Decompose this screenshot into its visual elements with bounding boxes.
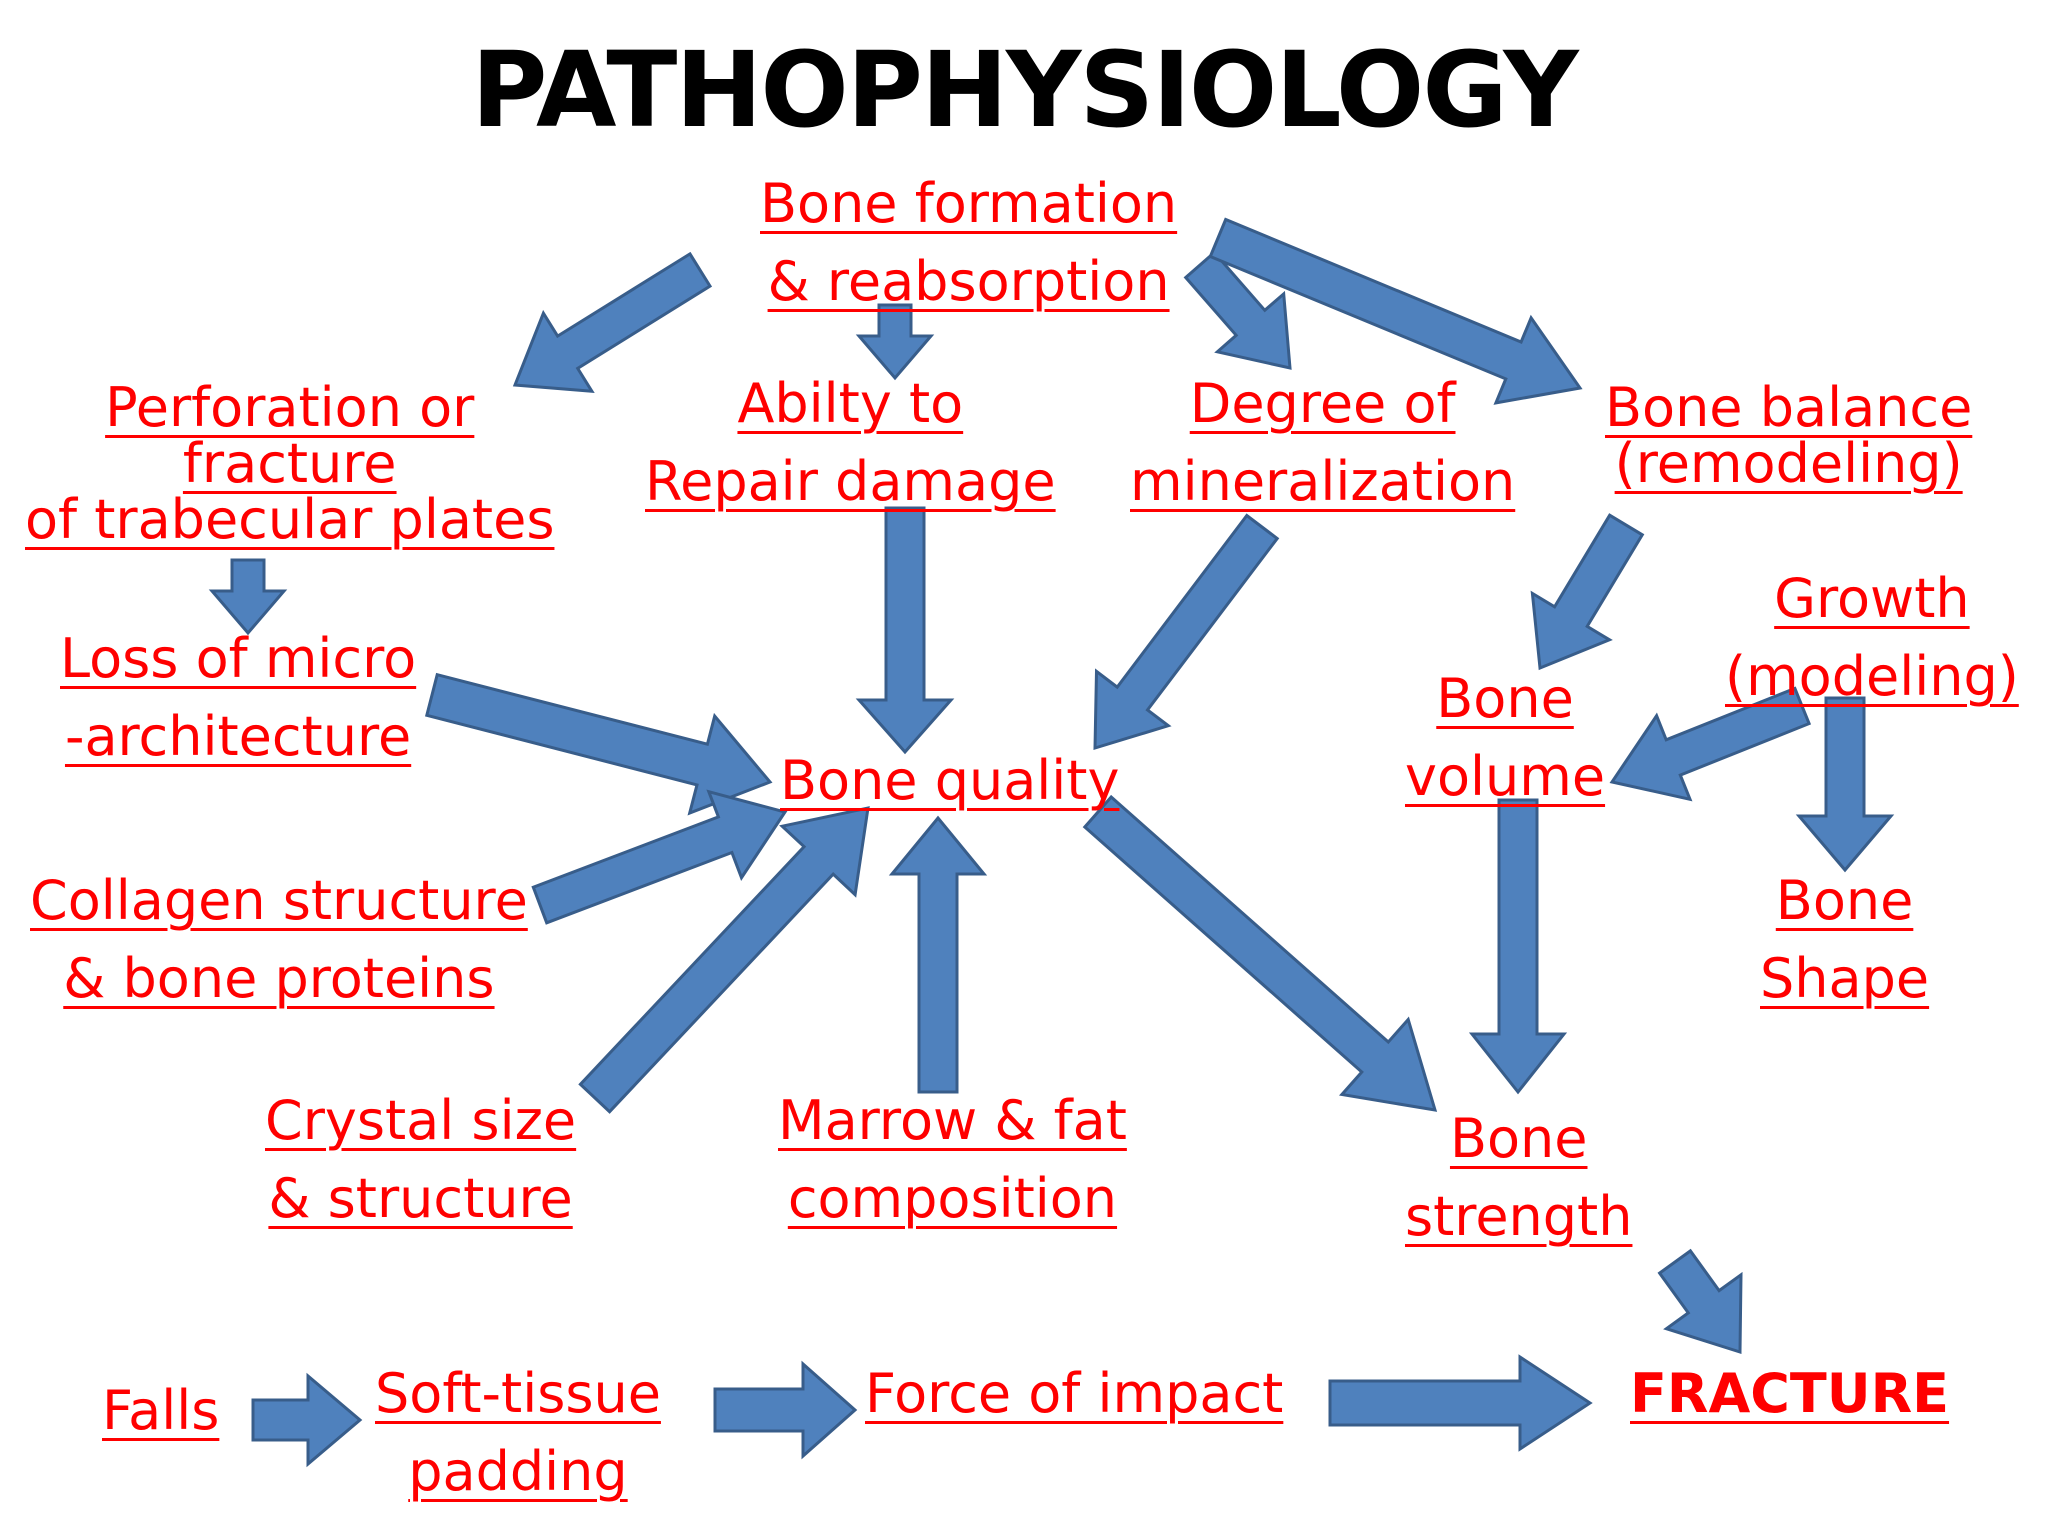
arrow-crystal-to-quality: [578, 806, 870, 1114]
arrow-force-to-fracture: [1328, 1354, 1593, 1452]
arrow-repair-to-quality: [855, 506, 955, 755]
node-line: & bone proteins: [63, 947, 495, 1010]
node-line: Perforation or: [105, 376, 475, 439]
node-line: of trabecular plates: [25, 488, 555, 551]
arrow-growth-to-shape: [1795, 696, 1895, 873]
arrow-mineralization-to-quality: [1093, 513, 1280, 751]
arrow-soft-tissue-to-force: [713, 1360, 858, 1460]
node-line: Loss of micro: [60, 627, 417, 690]
node-line: FRACTURE: [1630, 1362, 1950, 1425]
node-line: & structure: [268, 1167, 573, 1230]
node-bone-strength: Bone strength: [1405, 1100, 1632, 1256]
node-force: Force of impact: [865, 1355, 1283, 1433]
node-bone-shape: Bone Shape: [1760, 862, 1929, 1018]
node-line: Bone quality: [780, 749, 1120, 812]
node-line: Collagen structure: [30, 869, 528, 932]
node-bone-balance: Bone balance (remodeling): [1605, 380, 1972, 492]
node-line: Falls: [102, 1379, 220, 1442]
node-bone-formation: Bone formation & reabsorption: [760, 165, 1177, 321]
node-line: mineralization: [1130, 450, 1516, 513]
arrow-formation-to-perforation: [512, 251, 713, 394]
node-crystal: Crystal size & structure: [265, 1082, 576, 1238]
arrow-perforation-to-loss-micro: [208, 558, 288, 636]
node-fracture: FRACTURE: [1630, 1355, 1949, 1433]
node-loss-micro: Loss of micro -architecture: [60, 620, 416, 776]
node-growth: Growth (modeling): [1725, 560, 2019, 716]
node-marrow: Marrow & fat composition: [778, 1082, 1127, 1238]
node-line: Crystal size: [265, 1089, 577, 1152]
arrow-loss-micro-to-quality: [424, 672, 773, 816]
node-line: & reabsorption: [767, 250, 1170, 313]
node-line: Bone: [1775, 869, 1914, 932]
arrow-volume-to-strength: [1468, 798, 1568, 1095]
node-line: Marrow & fat: [778, 1089, 1127, 1152]
node-line: strength: [1405, 1185, 1633, 1248]
node-collagen: Collagen structure & bone proteins: [30, 862, 528, 1018]
node-line: volume: [1405, 745, 1606, 808]
node-line: (modeling): [1725, 645, 2019, 708]
node-bone-quality: Bone quality: [780, 742, 1119, 820]
node-line: Bone formation: [760, 172, 1178, 235]
node-soft-tissue: Soft-tissue padding: [375, 1355, 661, 1511]
node-line: Force of impact: [865, 1362, 1284, 1425]
arrow-formation-to-repair: [855, 303, 935, 381]
node-falls: Falls: [102, 1372, 219, 1450]
arrow-strength-to-fracture: [1657, 1248, 1743, 1355]
arrow-growth-to-volume: [1609, 686, 1812, 802]
node-line: Repair damage: [645, 450, 1056, 513]
node-line: (remodeling): [1614, 432, 1963, 495]
arrows: [208, 217, 1895, 1468]
arrow-collagen-to-quality: [531, 789, 788, 925]
node-bone-volume: Bone volume: [1405, 660, 1605, 816]
node-line: fracture: [182, 432, 397, 495]
node-line: Soft-tissue: [375, 1362, 661, 1425]
node-line: Degree of: [1189, 372, 1456, 435]
node-line: composition: [787, 1167, 1118, 1230]
node-line: padding: [408, 1440, 628, 1503]
node-line: -architecture: [64, 705, 412, 768]
node-mineralization: Degree of mineralization: [1130, 365, 1515, 521]
node-line: Abilty to: [737, 372, 964, 435]
node-line: Bone: [1449, 1107, 1588, 1170]
arrow-balance-to-volume: [1530, 513, 1645, 671]
arrow-marrow-to-quality: [888, 815, 988, 1094]
arrow-quality-to-strength: [1082, 794, 1438, 1112]
node-repair: Abilty to Repair damage: [645, 365, 1056, 521]
node-line: Shape: [1760, 947, 1930, 1010]
node-line: Growth: [1774, 567, 1970, 630]
arrow-formation-to-balance: [1208, 217, 1583, 405]
node-line: Bone: [1436, 667, 1574, 730]
node-line: Bone balance: [1605, 376, 1973, 439]
node-perforation: Perforation or fracture of trabecular pl…: [25, 380, 554, 548]
diagram-title: PATHOPHYSIOLOGY: [471, 29, 1578, 151]
arrow-falls-to-soft-tissue: [251, 1372, 363, 1468]
